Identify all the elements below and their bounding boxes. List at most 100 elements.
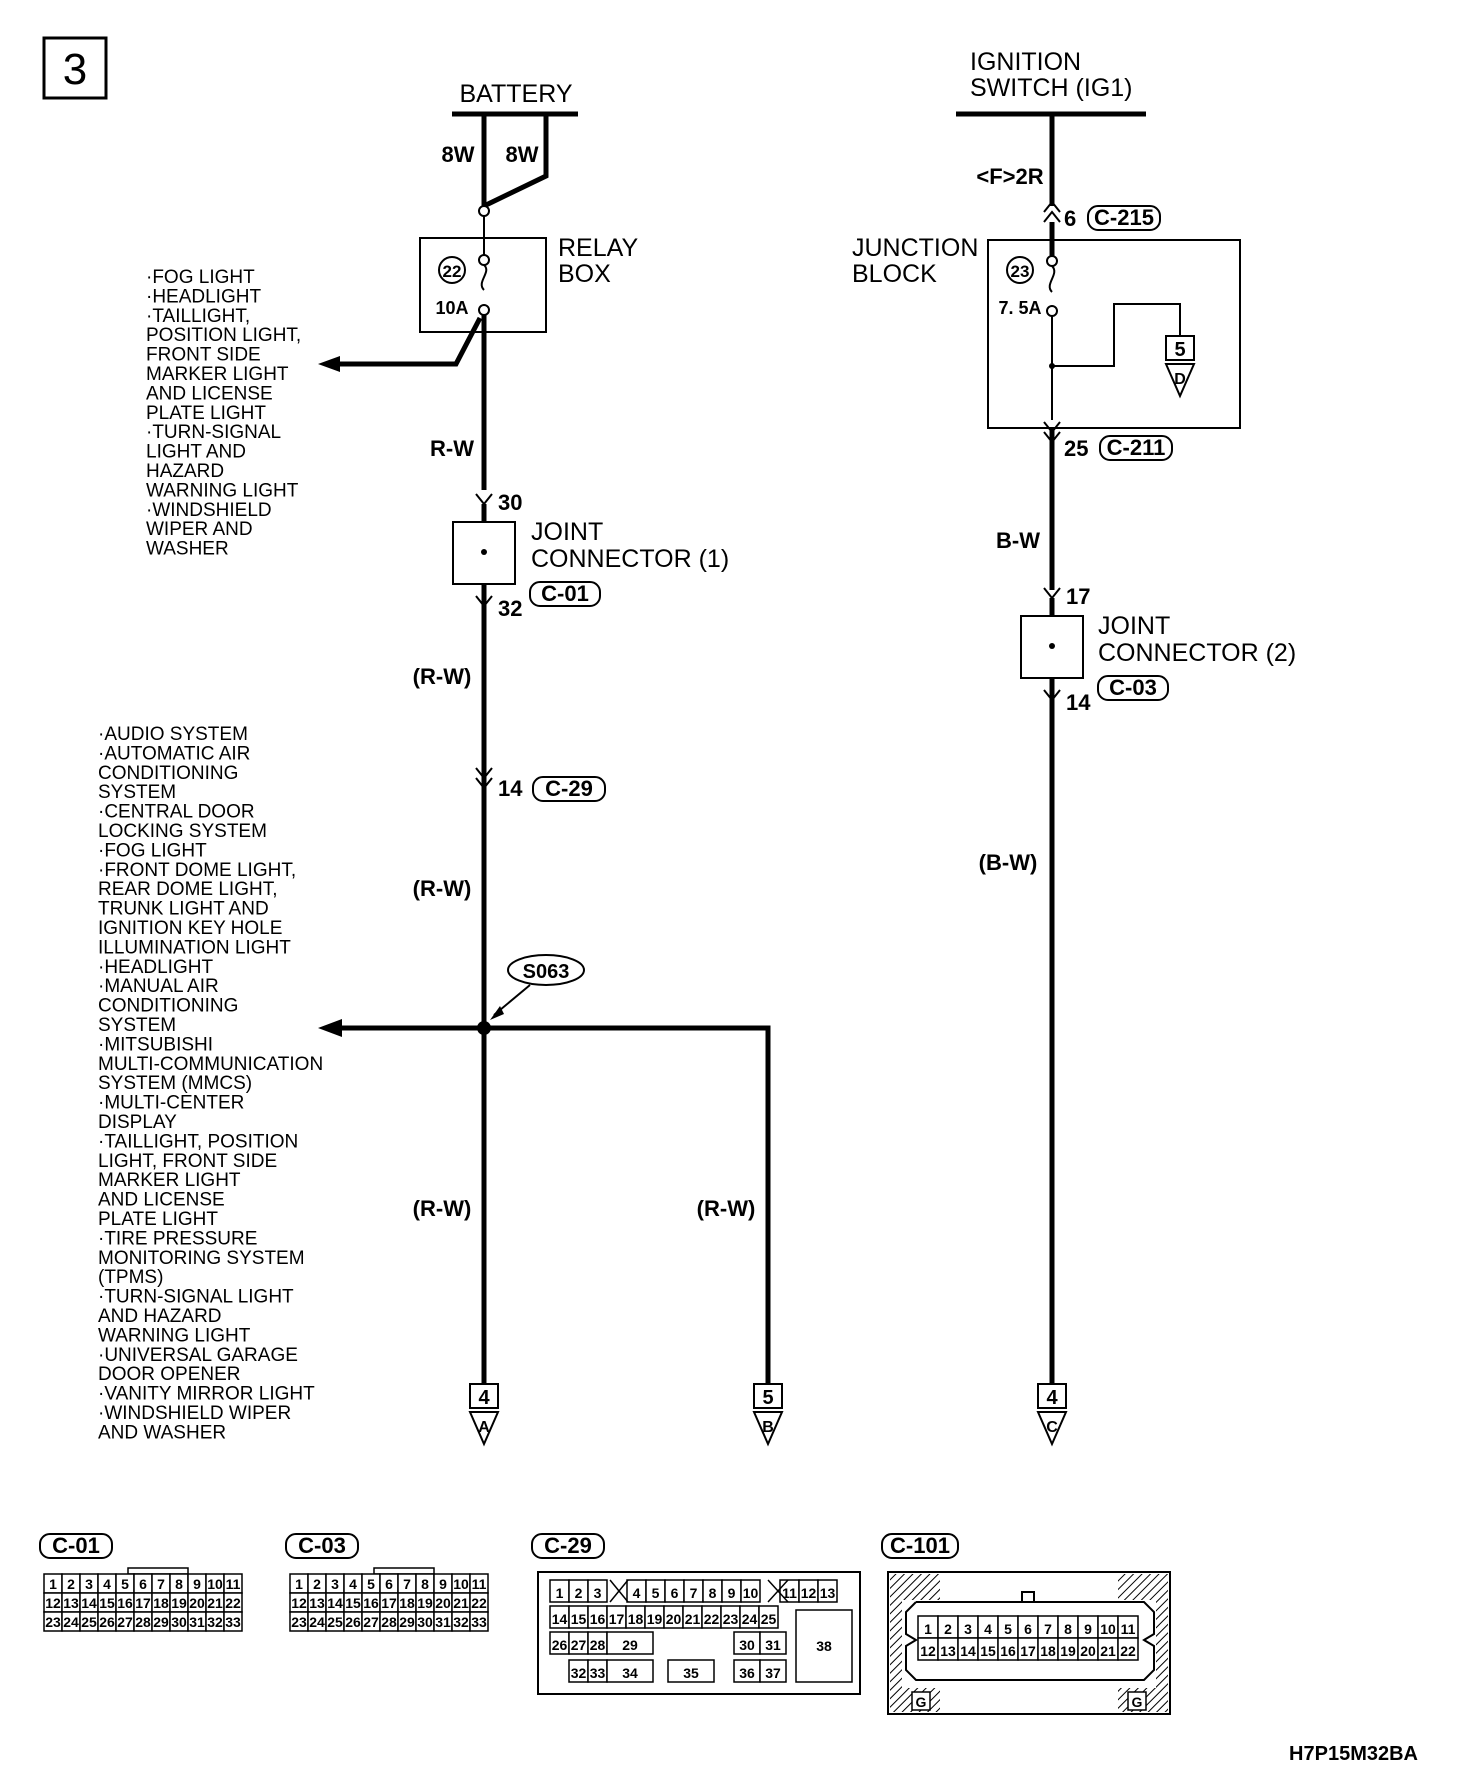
load-list-item: ·CENTRAL DOOR (98, 802, 255, 823)
connector-pin: 21 (1100, 1643, 1116, 1659)
connector-pin: 33 (225, 1614, 241, 1630)
connector-pin: 20 (435, 1595, 451, 1611)
terminal-b-page: 5 (762, 1387, 773, 1409)
connector-pin: 28 (135, 1614, 151, 1630)
relay-fuse-number: 22 (443, 262, 462, 281)
load-list-item: DISPLAY (98, 1112, 177, 1133)
load-list-item: ·MANUAL AIR (98, 976, 219, 997)
load-list-item: IGNITION KEY HOLE (98, 918, 282, 939)
connector-pin: 21 (207, 1595, 223, 1611)
connector-pin: 32 (453, 1614, 469, 1630)
arrow-left-icon (318, 356, 340, 372)
load-list-item: ·TIRE PRESSURE (98, 1228, 257, 1249)
connector-pin: 22 (471, 1595, 487, 1611)
connector-pin: 24 (309, 1614, 325, 1630)
relay-box-label-2: BOX (558, 260, 611, 288)
terminal-a: 4 A (468, 1383, 500, 1447)
c101-view-label: C-101 (890, 1533, 950, 1558)
splice-s063: S063 (477, 954, 585, 1035)
battery-source: BATTERY (452, 80, 578, 117)
connector-pin: 28 (381, 1614, 397, 1630)
connector-pin: 27 (571, 1637, 587, 1653)
connector-pin: 9 (728, 1585, 736, 1601)
connector-pin: 32 (571, 1665, 587, 1681)
connector-pin: 6 (139, 1576, 147, 1592)
load-list-item: CONDITIONING (98, 763, 238, 784)
connector-pin: 12 (801, 1585, 817, 1601)
connector-pin: 18 (628, 1611, 644, 1627)
load-list-item: DOOR OPENER (98, 1364, 241, 1385)
load-list-item: ILLUMINATION LIGHT (98, 937, 291, 958)
connector-pin: 10 (453, 1576, 469, 1592)
connector-pin: 16 (1000, 1643, 1016, 1659)
connector-pin: 1 (924, 1621, 932, 1637)
connector-pin: 27 (117, 1614, 133, 1630)
connector-pin: 17 (135, 1595, 151, 1611)
connector-pin: 16 (363, 1595, 379, 1611)
connector-pin: 5 (121, 1576, 129, 1592)
connector-pin: 23 (291, 1614, 307, 1630)
junction-block-label-1: JUNCTION (852, 234, 978, 262)
load-list-item: PLATE LIGHT (146, 403, 266, 424)
connector-pin: 20 (666, 1611, 682, 1627)
connector-pin: 17 (609, 1611, 625, 1627)
connector-pin: 2 (67, 1576, 75, 1592)
connector-pin: 29 (153, 1614, 169, 1630)
page-number-box: 3 (42, 36, 108, 100)
jb-branch-letter: D (1174, 371, 1186, 388)
connector-pin: 26 (552, 1637, 568, 1653)
wire-code-rw-c: (R-W) (413, 1196, 472, 1221)
connector-pin: 4 (349, 1576, 357, 1592)
connector-pin: 23 (45, 1614, 61, 1630)
joint2-pin-out: 14 (1066, 690, 1091, 715)
ignition-label-1: IGNITION (970, 48, 1081, 76)
connector-pin: 2 (944, 1621, 952, 1637)
connector-pin: 30 (739, 1637, 755, 1653)
load-list-item: WASHER (146, 539, 229, 560)
connector-pin: 8 (709, 1585, 717, 1601)
relay-box: 22 10A RELAY BOX (419, 205, 638, 333)
connector-pin: 25 (761, 1611, 777, 1627)
connector-pin: 10 (743, 1585, 759, 1601)
connector-pin: 14 (960, 1643, 976, 1659)
junction-block: 5 D 23 7. 5A JUNCTION BLOCK (852, 222, 1241, 429)
arrow-left-icon (318, 1019, 342, 1037)
c101-ground-left: G (916, 1694, 927, 1710)
load-list-item: MONITORING SYSTEM (98, 1248, 305, 1269)
connector-pin: 19 (417, 1595, 433, 1611)
load-list-item: ·MULTI-CENTER (98, 1093, 244, 1114)
load-list-item: CONDITIONING (98, 996, 238, 1017)
connector-pin: 4 (103, 1576, 111, 1592)
wire-code-ignition: <F>2R (976, 164, 1043, 189)
splice-load-list: ·AUDIO SYSTEM·AUTOMATIC AIR CONDITIONING… (98, 724, 323, 1443)
joint2-label-2: CONNECTOR (2) (1098, 639, 1296, 667)
load-list-item: TRUNK LIGHT AND (98, 899, 269, 920)
connector-pin: 15 (980, 1643, 996, 1659)
connector-pin: 1 (556, 1585, 564, 1601)
connector-pin: 30 (171, 1614, 187, 1630)
battery-label: BATTERY (460, 80, 573, 108)
load-list-item: ·HEADLIGHT (146, 286, 261, 307)
connector-pin: 31 (189, 1614, 205, 1630)
connector-pin: 35 (683, 1665, 699, 1681)
connector-pin: 18 (399, 1595, 415, 1611)
wire-code-8w-right: 8W (506, 142, 539, 167)
connector-pin: 32 (207, 1614, 223, 1630)
load-list-item: LIGHT, FRONT SIDE (98, 1151, 277, 1172)
connector-pin: 27 (363, 1614, 379, 1630)
connector-pin: 20 (189, 1595, 205, 1611)
connector-pin: 6 (671, 1585, 679, 1601)
connector-pin: 11 (1121, 1621, 1136, 1637)
wire-code-r-w: R-W (430, 436, 474, 461)
load-list-item: AND HAZARD (98, 1306, 222, 1327)
connector-pin: 6 (1024, 1621, 1032, 1637)
load-list-item: ·AUDIO SYSTEM (98, 724, 248, 745)
load-list-item: REAR DOME LIGHT, (98, 879, 277, 900)
joint1-label-1: JOINT (531, 518, 603, 546)
connector-pin: 29 (622, 1637, 638, 1653)
load-list-item: MULTI-COMMUNICATION (98, 1054, 323, 1075)
joint-connector-2: 17 14 JOINT CONNECTOR (2) C-03 (1020, 584, 1296, 715)
terminal-a-page: 4 (478, 1387, 490, 1409)
relay-box-label-1: RELAY (558, 234, 638, 262)
